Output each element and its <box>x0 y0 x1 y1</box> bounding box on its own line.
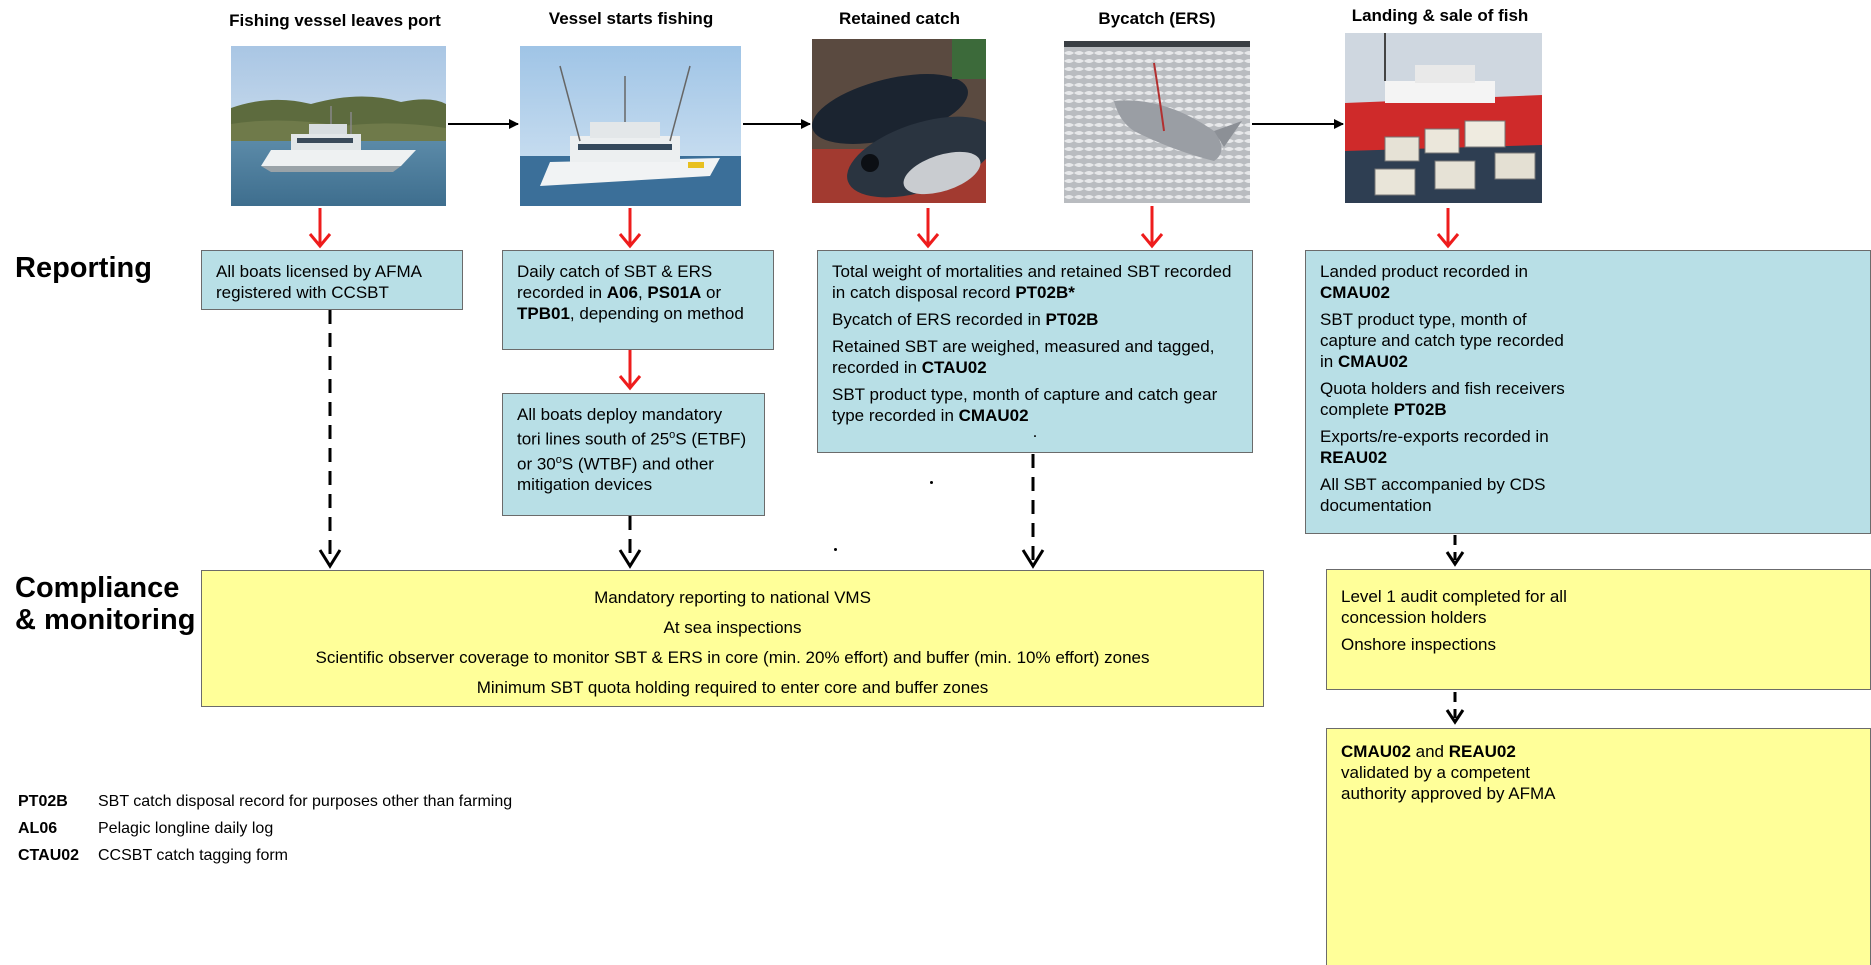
catch-record-line: Total weight of mortalities and retained… <box>832 262 1232 302</box>
daily-catch-text: Daily catch of SBT & ERS recorded in <box>517 262 713 302</box>
compliance-line: Mandatory reporting to national VMS <box>594 588 871 607</box>
legend-row: PT02B SBT catch disposal record for purpo… <box>18 792 512 812</box>
legend: PT02B SBT catch disposal record for purpo… <box>18 792 512 866</box>
tori-lines-box: All boats deploy mandatory tori lines so… <box>502 393 765 516</box>
compliance-line: At sea inspections <box>663 618 802 637</box>
vessel-fishing-photo <box>520 46 741 206</box>
stray-dot <box>834 548 837 551</box>
compliance-box: Mandatory reporting to national VMS At s… <box>201 570 1264 707</box>
row-label-compliance-line2: & monitoring <box>15 604 196 636</box>
legend-row: AL06 Pelagic longline daily log <box>18 819 512 839</box>
catch-record-line: Retained SBT are weighed, measured and t… <box>832 337 1215 377</box>
dashed-arrow-5 <box>1445 692 1465 725</box>
red-arrow-5 <box>1140 206 1164 249</box>
degree-mark: o <box>669 429 676 441</box>
legend-desc: SBT catch disposal record for purposes o… <box>98 793 513 810</box>
red-arrow-2 <box>618 208 642 249</box>
tori-text: S (ETBF) or 30 <box>517 429 747 474</box>
legend-row: CTAU02 CCSBT catch tagging form <box>18 846 512 866</box>
separator-text: , <box>637 283 648 302</box>
audit-line: Level 1 audit completed for all concessi… <box>1341 587 1567 627</box>
bycatch-photo <box>1064 41 1250 203</box>
stage-title-retained-catch: Retained catch <box>839 9 960 28</box>
catch-record-dot: . <box>1032 422 1038 441</box>
legend-desc: CCSBT catch tagging form <box>98 847 289 864</box>
separator-text: and <box>1410 742 1449 761</box>
landing-sale-photo <box>1345 33 1542 203</box>
dashed-arrow-4 <box>1445 535 1465 567</box>
form-code: PS01A <box>647 283 702 302</box>
validation-text: validated by a competent authority appro… <box>1341 763 1556 803</box>
catch-record-line: SBT product type, month of capture and c… <box>832 385 1218 425</box>
stray-dot <box>930 481 933 484</box>
dashed-arrow-2 <box>618 516 642 569</box>
landing-record-line: SBT product type, month of capture and c… <box>1320 310 1564 371</box>
row-label-compliance: Compliance & monitoring <box>15 572 195 636</box>
landing-records-box: Landed product recorded in CMAU02 SBT pr… <box>1305 250 1871 534</box>
vessel-leaving-port-photo <box>231 46 446 206</box>
afma-license-box: All boats licensed by AFMA registered wi… <box>201 250 463 310</box>
form-code: CMAU02 <box>1341 742 1411 761</box>
legend-code: AL06 <box>18 820 58 837</box>
landing-record-line: Landed product recorded in CMAU02 <box>1320 262 1528 302</box>
red-arrow-4 <box>916 208 940 249</box>
compliance-line: Scientific observer coverage to monitor … <box>315 648 1150 667</box>
stage-title-bycatch: Bycatch (ERS) <box>1098 9 1216 28</box>
afma-license-text: All boats licensed by AFMA registered wi… <box>216 262 422 302</box>
catch-records-box: Total weight of mortalities and retained… <box>817 250 1253 453</box>
degree-mark: o <box>555 453 562 466</box>
landing-record-line: Exports/re-exports recorded in REAU02 <box>1320 427 1549 467</box>
red-arrow-6 <box>1436 208 1460 249</box>
daily-catch-box: Daily catch of SBT & ERS recorded in A06… <box>502 250 774 350</box>
stage-title-landing: Landing & sale of fish <box>1351 6 1529 25</box>
red-arrow-3 <box>618 350 642 391</box>
stage-title-starts-fishing: Vessel starts fishing <box>548 9 714 28</box>
audit-box: Level 1 audit completed for all concessi… <box>1326 569 1871 690</box>
landing-record-line: All SBT accompanied by CDS documentation <box>1320 475 1546 515</box>
legend-desc: Pelagic longline daily log <box>98 820 274 837</box>
dashed-arrow-3 <box>1021 454 1045 569</box>
legend-code: PT02B <box>18 793 68 810</box>
legend-code: CTAU02 <box>18 847 80 864</box>
daily-catch-text: , depending on method <box>569 304 744 323</box>
dashed-arrow-1 <box>318 310 342 569</box>
form-code: A06 <box>606 283 638 302</box>
stage-title-leaves-port: Fishing vessel leaves port <box>229 11 441 30</box>
audit-line: Onshore inspections <box>1341 635 1496 654</box>
validation-box: CMAU02 and REAU02 validated by a compete… <box>1326 728 1871 965</box>
compliance-line: Minimum SBT quota holding required to en… <box>476 678 989 697</box>
row-label-compliance-line1: Compliance <box>15 572 180 604</box>
form-code: TPB01 <box>517 304 570 323</box>
red-arrow-1 <box>308 208 332 249</box>
landing-record-line: Quota holders and fish receivers complet… <box>1320 379 1565 419</box>
row-label-reporting: Reporting <box>15 252 152 284</box>
form-code: REAU02 <box>1448 742 1516 761</box>
tori-text: All boats deploy mandatory tori lines so… <box>517 405 723 449</box>
catch-record-line: Bycatch of ERS recorded in PT02B <box>832 310 1099 329</box>
tori-text: S (WTBF) and other mitigation devices <box>517 454 714 495</box>
retained-catch-photo <box>812 39 986 203</box>
separator-text: or <box>701 283 722 302</box>
